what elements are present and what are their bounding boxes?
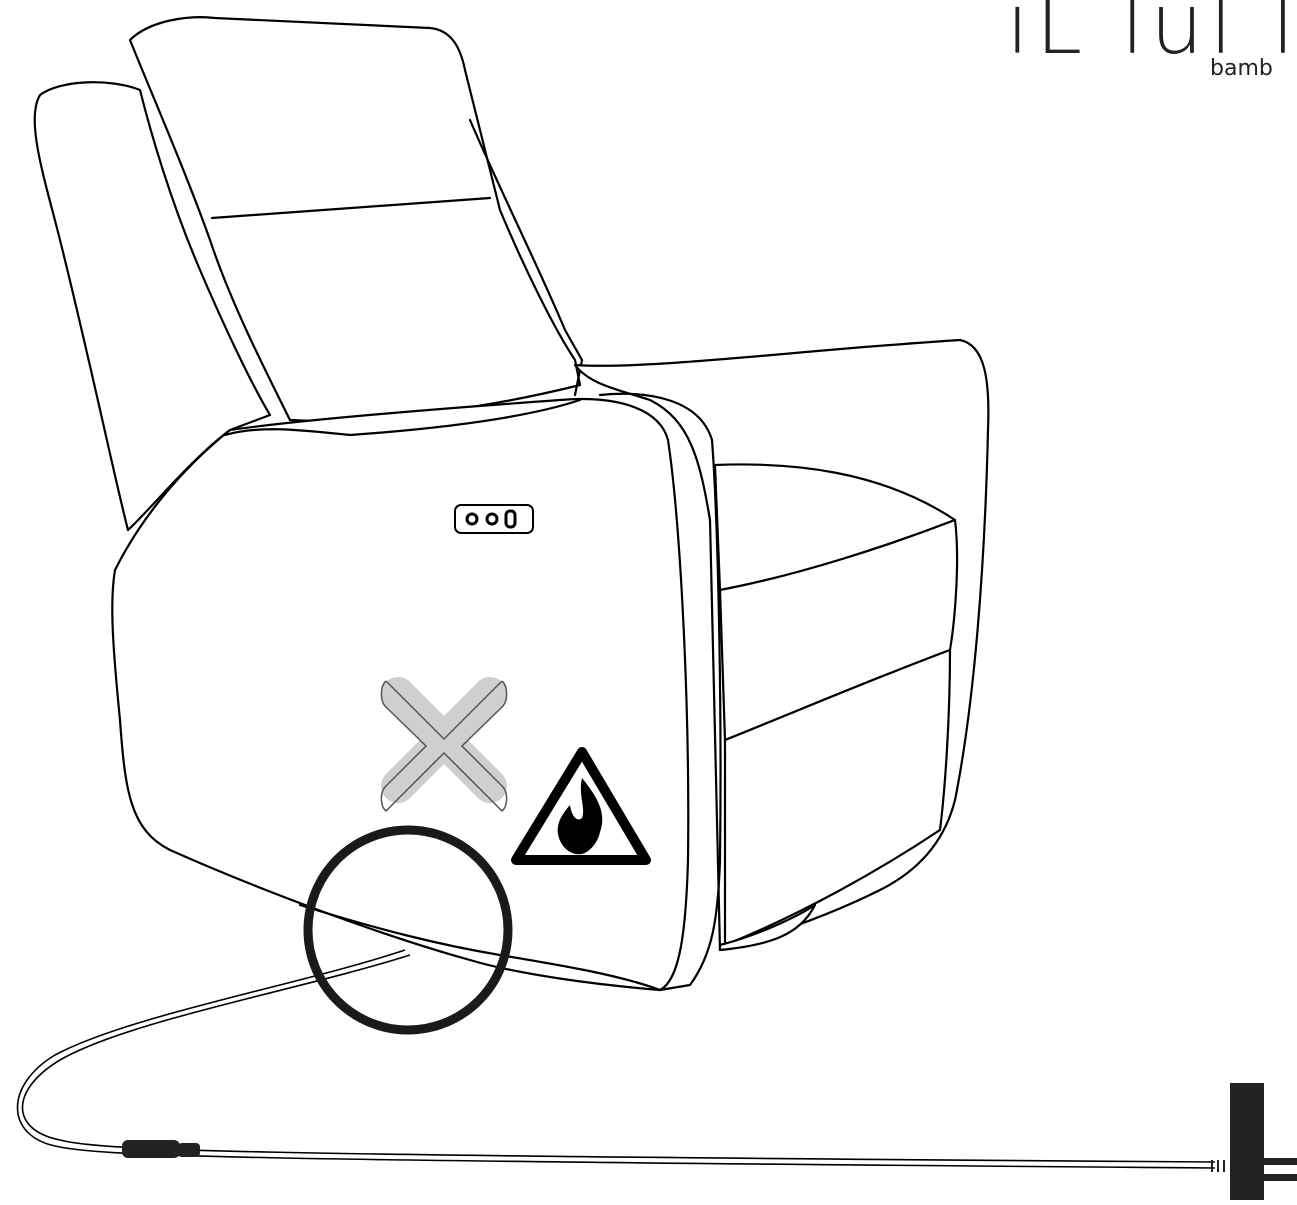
brand-logo: iL lul l bamb <box>1000 0 1297 102</box>
power-button-panel-icon <box>455 505 533 533</box>
cord-connector <box>122 1140 200 1158</box>
power-plug-icon <box>1212 1083 1297 1200</box>
brand-subtitle: bamb <box>1210 56 1273 81</box>
